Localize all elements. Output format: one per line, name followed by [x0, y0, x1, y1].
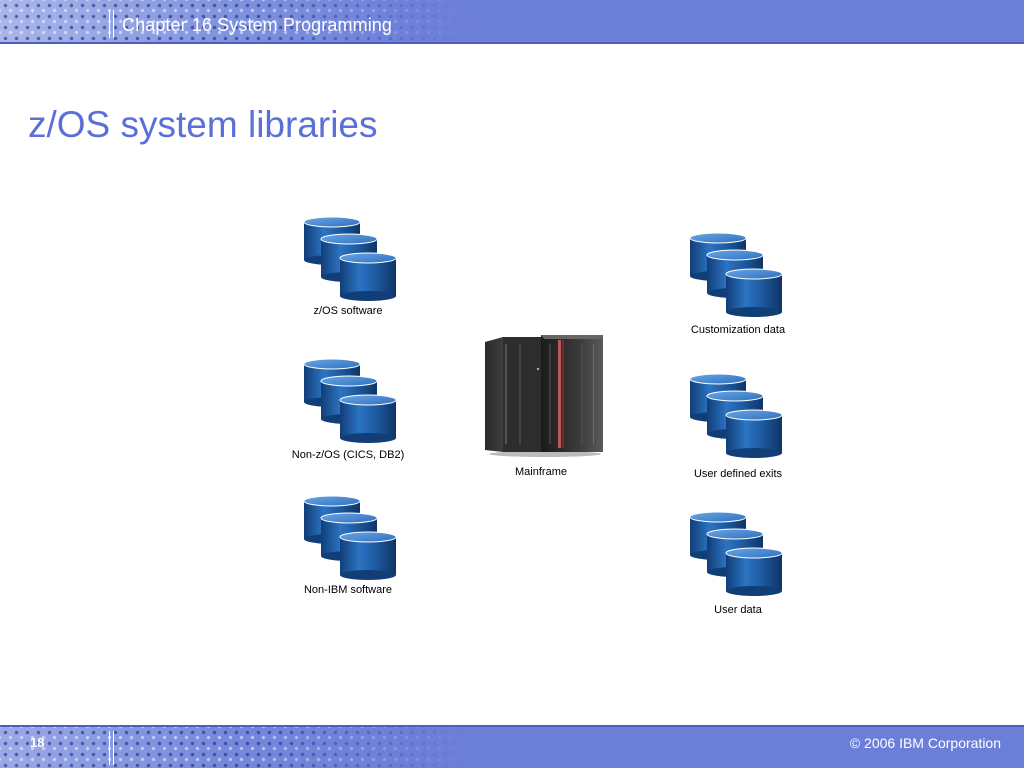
disk-stack-non-ibm	[300, 494, 404, 582]
disk-stack-customization	[686, 231, 790, 319]
mainframe-icon	[485, 335, 603, 457]
footer-divider	[113, 731, 114, 765]
label-user-data: User data	[714, 604, 762, 616]
header-band: Chapter 16 System Programming	[0, 0, 1024, 42]
disk-stack-user-exits	[686, 372, 790, 460]
header-texture	[0, 0, 470, 42]
label-customization: Customization data	[690, 324, 786, 336]
footer-rule	[0, 725, 1024, 727]
disk-stack-icon	[300, 494, 404, 582]
header-divider	[113, 10, 114, 38]
disk-stack-user-data	[686, 510, 790, 598]
label-non-ibm: Non-IBM software	[303, 584, 393, 596]
disk-stack-zos-software	[300, 215, 404, 303]
label-user-exits: User defined exits	[693, 468, 783, 480]
label-mainframe: Mainframe	[515, 466, 567, 478]
page-number: 18	[30, 735, 45, 750]
disk-stack-icon	[300, 357, 404, 445]
mainframe	[483, 334, 605, 463]
copyright: © 2006 IBM Corporation	[849, 735, 1001, 751]
disk-stack-non-zos	[300, 357, 404, 445]
label-zos-software: z/OS software	[313, 305, 383, 317]
disk-stack-icon	[686, 231, 790, 319]
disk-stack-icon	[686, 372, 790, 460]
header-rule	[0, 42, 1024, 44]
header-divider	[109, 10, 110, 38]
chapter-title: Chapter 16 System Programming	[122, 15, 393, 35]
footer-divider	[109, 731, 110, 765]
footer-texture	[0, 727, 470, 768]
disk-stack-icon	[300, 215, 404, 303]
slide-title: z/OS system libraries	[28, 104, 378, 145]
footer-band: 18 © 2006 IBM Corporation	[0, 727, 1024, 768]
label-non-zos: Non-z/OS (CICS, DB2)	[291, 449, 405, 461]
disk-stack-icon	[686, 510, 790, 598]
